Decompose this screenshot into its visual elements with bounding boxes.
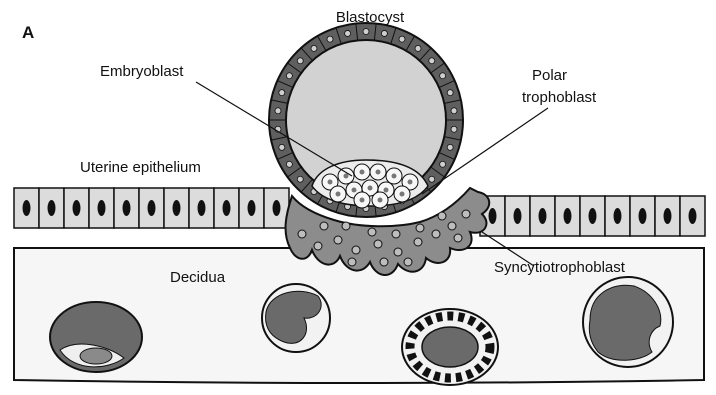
decidual-cell-1 bbox=[50, 302, 142, 372]
epithelial-nucleus bbox=[248, 200, 256, 216]
syncytiotrophoblast-label: Syncytiotrophoblast bbox=[494, 259, 626, 276]
trophoblast-nucleus bbox=[327, 36, 333, 42]
trophoblast-nucleus bbox=[279, 90, 285, 96]
syncytial-nucleus bbox=[352, 246, 360, 254]
syncytial-nucleus bbox=[314, 242, 322, 250]
panel-letter: A bbox=[22, 23, 34, 42]
trophoblast-nucleus bbox=[279, 144, 285, 150]
embryoblast-nucleus bbox=[392, 174, 397, 179]
syncytial-nucleus bbox=[462, 210, 470, 218]
trophoblast-nucleus bbox=[286, 73, 292, 79]
uterine-epithelium-right bbox=[480, 196, 705, 236]
decidua-label: Decidua bbox=[170, 269, 226, 286]
trophoblast-nucleus bbox=[381, 30, 387, 36]
embryoblast-nucleus bbox=[360, 198, 365, 203]
embryoblast-nucleus bbox=[408, 180, 413, 185]
embryoblast-label: Embryoblast bbox=[100, 63, 184, 80]
epithelial-nucleus bbox=[223, 200, 231, 216]
trophoblast-nucleus bbox=[399, 36, 405, 42]
epithelial-nucleus bbox=[98, 200, 106, 216]
embryoblast-nucleus bbox=[368, 186, 373, 191]
trophoblast-nucleus bbox=[451, 108, 457, 114]
syncytial-nucleus bbox=[416, 224, 424, 232]
syncytial-nucleus bbox=[368, 228, 376, 236]
decidual-cell-2 bbox=[262, 284, 330, 352]
epithelial-nucleus bbox=[273, 200, 281, 216]
embryoblast-nucleus bbox=[360, 170, 365, 175]
epithelial-nucleus bbox=[489, 208, 497, 224]
epithelial-nucleus bbox=[639, 208, 647, 224]
syncytial-nucleus bbox=[320, 222, 328, 230]
embryoblast-nucleus bbox=[352, 188, 357, 193]
epithelial-nucleus bbox=[564, 208, 572, 224]
trophoblast-nucleus bbox=[275, 108, 281, 114]
syncytial-nucleus bbox=[414, 238, 422, 246]
polar-label: Polar bbox=[532, 67, 567, 84]
trophoblast-nucleus bbox=[415, 45, 421, 51]
syncytial-nucleus bbox=[394, 248, 402, 256]
epithelial-nucleus bbox=[23, 200, 31, 216]
decidual-cell-3 bbox=[583, 277, 673, 367]
trophoblast-nucleus bbox=[311, 45, 317, 51]
epithelial-nucleus bbox=[173, 200, 181, 216]
embryoblast-nucleus bbox=[378, 198, 383, 203]
embryoblast-nucleus bbox=[384, 188, 389, 193]
trophoblast-nucleus bbox=[447, 90, 453, 96]
trophoblast-nucleus bbox=[297, 176, 303, 182]
syncytial-nucleus bbox=[432, 230, 440, 238]
syncytial-nucleus bbox=[334, 236, 342, 244]
epithelial-nucleus bbox=[514, 208, 522, 224]
epithelial-nucleus bbox=[689, 208, 697, 224]
trophoblast-nucleus bbox=[297, 58, 303, 64]
embryoblast-nucleus bbox=[328, 180, 333, 185]
trophoblast-label: trophoblast bbox=[522, 89, 597, 106]
epithelial-nucleus bbox=[589, 208, 597, 224]
embryoblast-nucleus bbox=[376, 170, 381, 175]
syncytial-nucleus bbox=[348, 258, 356, 266]
trophoblast-nucleus bbox=[429, 176, 435, 182]
epithelial-nucleus bbox=[148, 200, 156, 216]
syncytial-nucleus bbox=[392, 230, 400, 238]
blastocyst-label: Blastocyst bbox=[336, 9, 405, 26]
epithelial-nucleus bbox=[198, 200, 206, 216]
epithelial-nucleus bbox=[73, 200, 81, 216]
trophoblast-nucleus bbox=[447, 144, 453, 150]
syncytial-nucleus bbox=[380, 258, 388, 266]
trophoblast-nucleus bbox=[286, 161, 292, 167]
epithelial-nucleus bbox=[123, 200, 131, 216]
syncytial-nucleus bbox=[448, 222, 456, 230]
syncytial-nucleus bbox=[298, 230, 306, 238]
trophoblast-nucleus bbox=[440, 161, 446, 167]
embryoblast-nucleus bbox=[344, 174, 349, 179]
syncytial-nucleus bbox=[454, 234, 462, 242]
trophoblast-nucleus bbox=[440, 73, 446, 79]
epithelial-nucleus bbox=[664, 208, 672, 224]
decidual-gland bbox=[402, 309, 498, 385]
trophoblast-nucleus bbox=[363, 29, 369, 35]
syncytial-nucleus bbox=[374, 240, 382, 248]
uterine-epithelium-label: Uterine epithelium bbox=[80, 159, 201, 176]
syncytial-nucleus bbox=[342, 222, 350, 230]
epithelial-nucleus bbox=[539, 208, 547, 224]
embryoblast-nucleus bbox=[400, 192, 405, 197]
trophoblast-nucleus bbox=[451, 126, 457, 132]
uterine-epithelium-left bbox=[14, 188, 289, 228]
syncytial-nucleus bbox=[404, 258, 412, 266]
epithelial-nucleus bbox=[614, 208, 622, 224]
syncytial-nucleus bbox=[438, 212, 446, 220]
embryoblast-nucleus bbox=[336, 192, 341, 197]
epithelial-nucleus bbox=[48, 200, 56, 216]
trophoblast-nucleus bbox=[429, 58, 435, 64]
trophoblast-nucleus bbox=[345, 30, 351, 36]
